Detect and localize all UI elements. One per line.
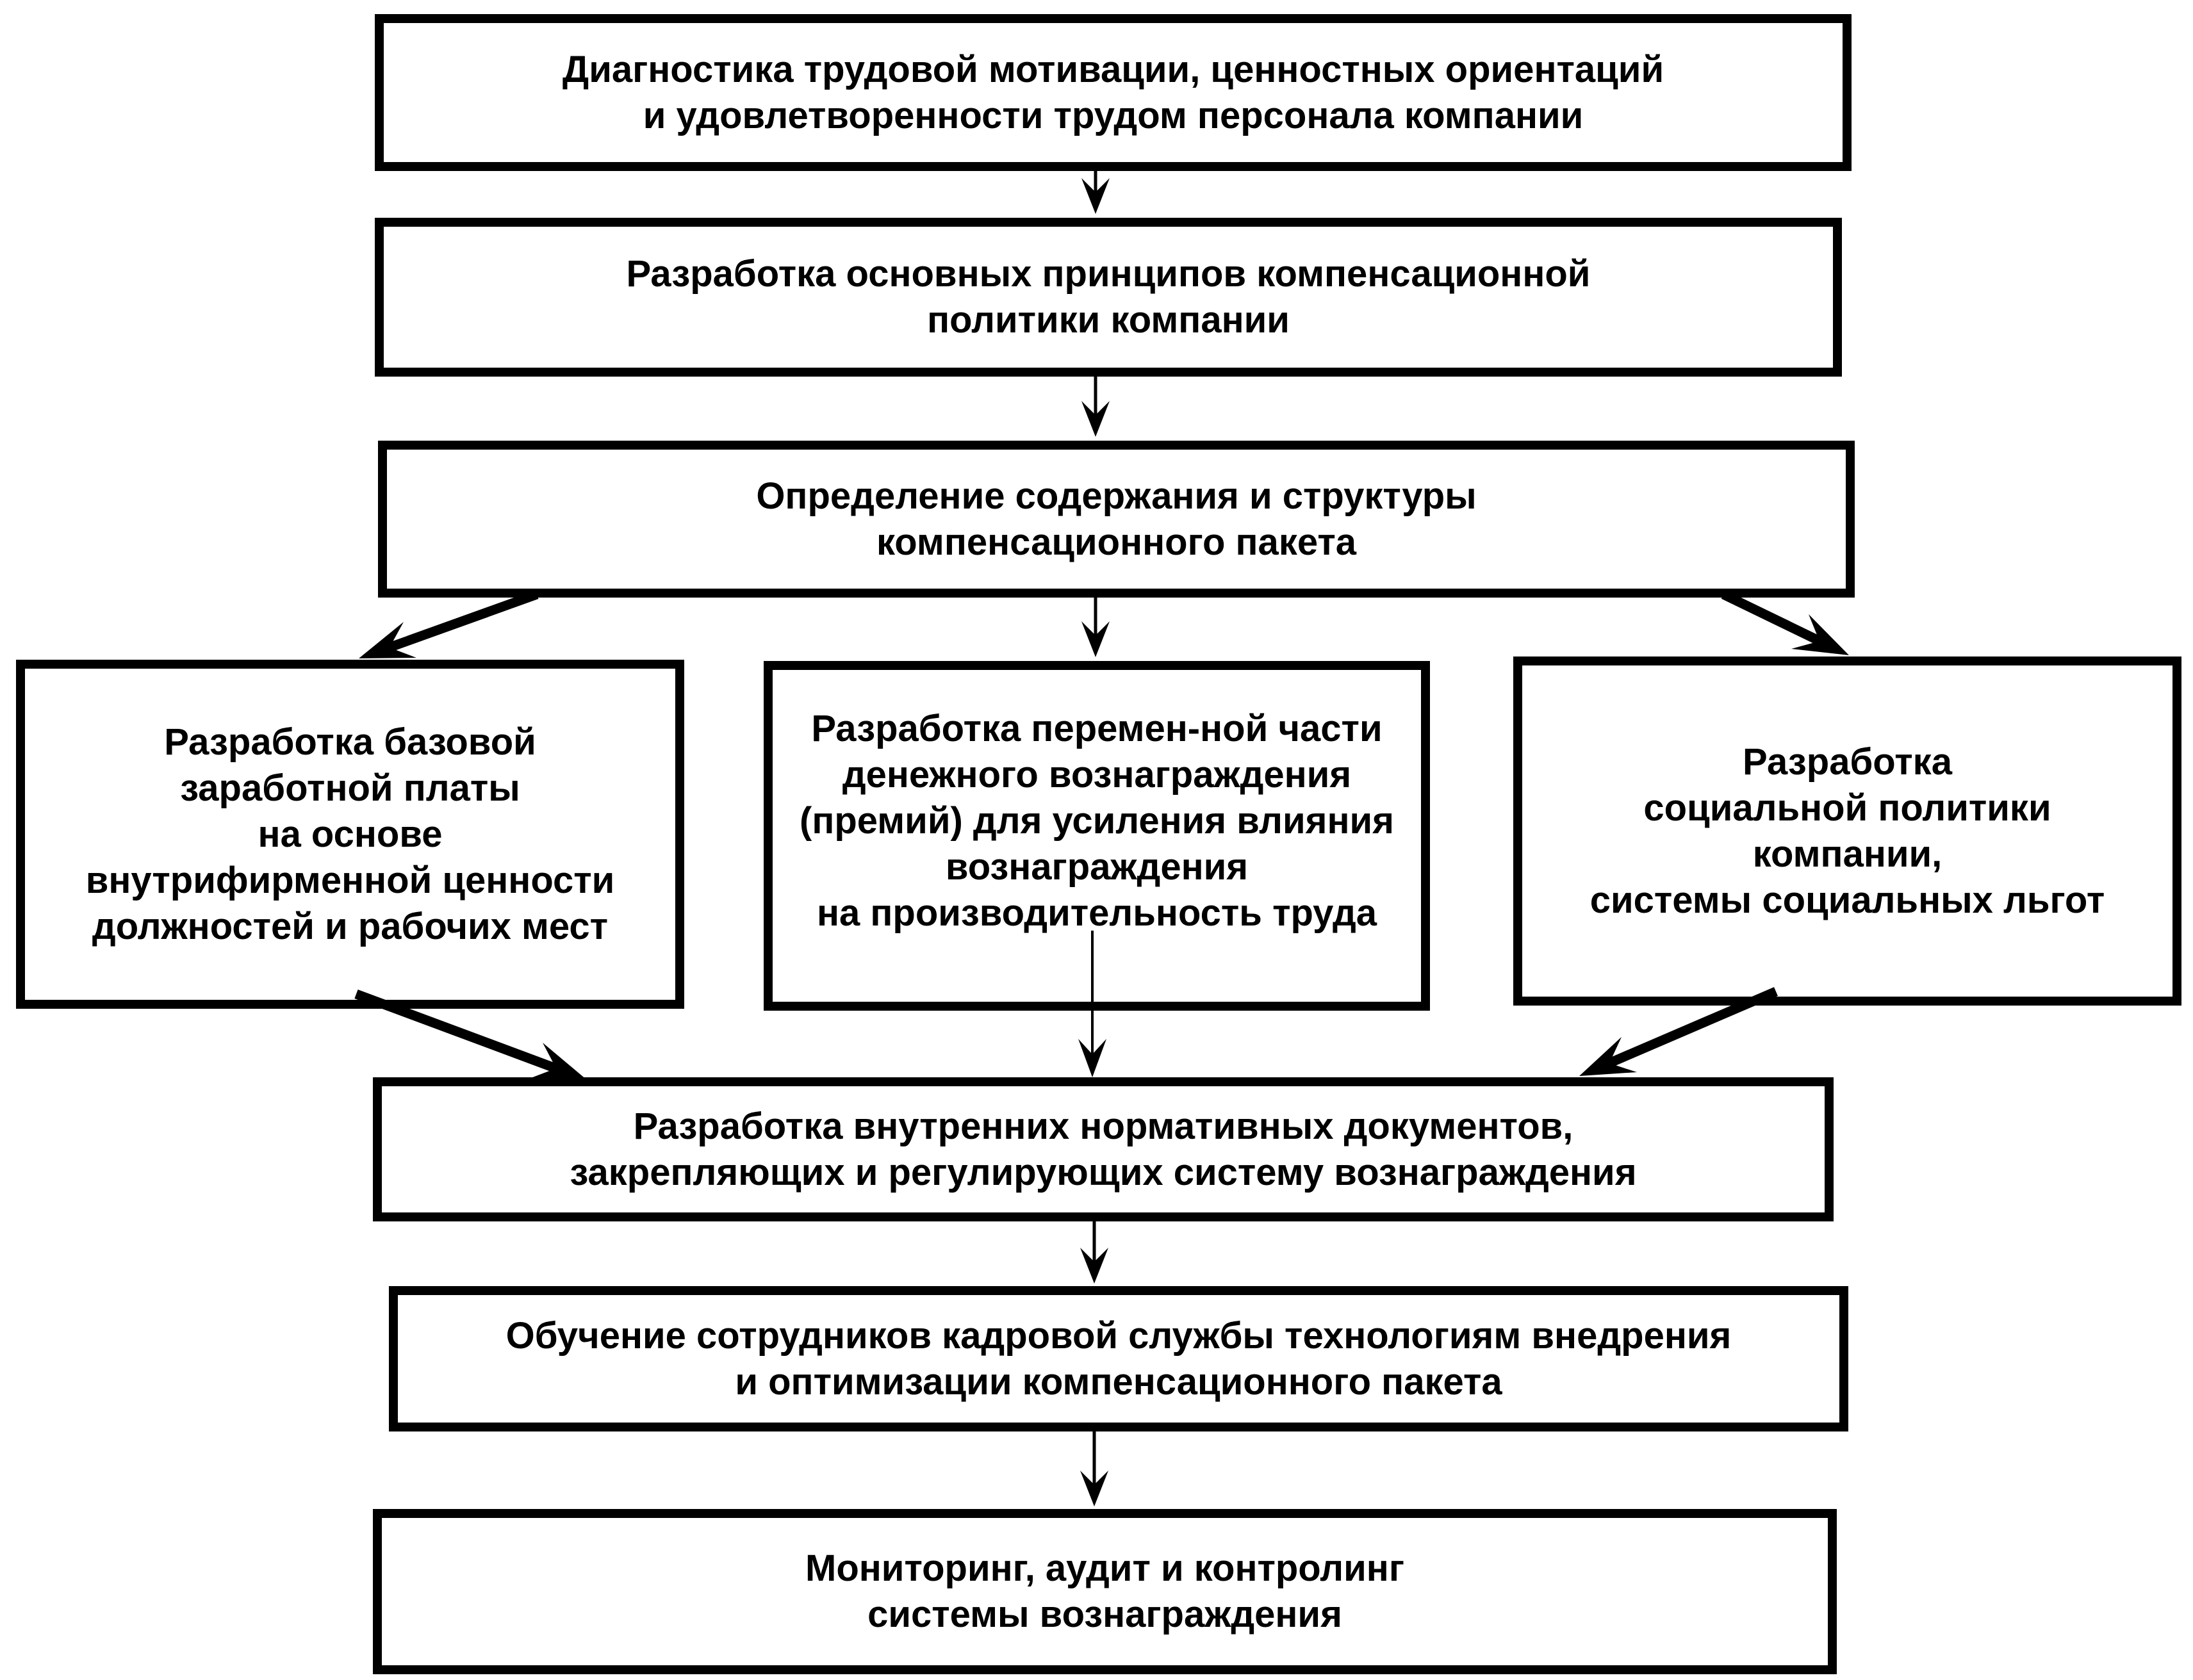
arrow-structure-to-variable-pay — [1081, 596, 1110, 657]
box-variable-pay: Разработка перемен-ной части денежного во… — [764, 661, 1430, 1011]
box-text-line: системы вознаграждения — [867, 1594, 1342, 1635]
arrow-diagnostics-to-principles — [1081, 170, 1110, 214]
box-principles-text: Разработка основных принципов компенсаци… — [384, 251, 1833, 343]
box-principles: Разработка основных принципов компенсаци… — [375, 218, 1842, 377]
box-text-line: социальной политики — [1643, 787, 2051, 829]
box-text-line: системы социальных льгот — [1589, 879, 2105, 921]
arrow-regulations-to-training — [1080, 1220, 1108, 1284]
box-text-line: Разработка перемен-ной части — [811, 708, 1383, 749]
arrow-principles-to-structure — [1081, 375, 1110, 437]
arrow-structure-to-social-policy — [1721, 590, 1849, 655]
box-training: Обучение сотрудников кадровой службы тех… — [389, 1286, 1848, 1431]
arrow-training-to-monitoring — [1080, 1430, 1108, 1506]
box-text-line: на основе — [258, 813, 443, 855]
box-text-line: Определение содержания и структуры — [756, 475, 1477, 517]
box-diagnostics-text: Диагностика трудовой мотивации, ценностн… — [384, 47, 1843, 139]
box-text-line: заработной платы — [180, 767, 520, 809]
box-text-line: политики компании — [927, 299, 1290, 341]
box-text-line: Мониторинг, аудит и контролинг — [805, 1547, 1404, 1589]
box-text-line: и удовлетворенности трудом персонала ком… — [643, 94, 1584, 136]
box-text-line: вознаграждения — [945, 846, 1249, 888]
box-text-line: закрепляющих и регулирующих систему возн… — [570, 1151, 1637, 1193]
box-text-line: Разработка внутренних нормативных докуме… — [633, 1105, 1573, 1147]
box-training-text: Обучение сотрудников кадровой службы тех… — [398, 1313, 1839, 1405]
arrow-structure-to-base-salary — [359, 589, 539, 658]
box-text-line: Разработка основных принципов компенсаци… — [626, 253, 1591, 295]
box-text-line: должностей и рабочих мест — [92, 905, 609, 947]
box-text-line: Диагностика трудовой мотивации, ценностн… — [562, 48, 1664, 90]
box-text-line: (премий) для усиления влияния — [800, 800, 1394, 842]
box-text-line: Обучение сотрудников кадровой службы тех… — [505, 1314, 1732, 1357]
box-monitoring-text: Мониторинг, аудит и контролинг системы во… — [382, 1545, 1828, 1638]
box-regulations: Разработка внутренних нормативных докуме… — [373, 1077, 1834, 1221]
box-regulations-text: Разработка внутренних нормативных докуме… — [382, 1104, 1825, 1196]
box-diagnostics: Диагностика трудовой мотивации, ценностн… — [375, 14, 1852, 171]
box-text-line: компании, — [1752, 833, 1942, 875]
box-text-line: на производительность труда — [816, 892, 1377, 934]
box-text-line: Разработка — [1743, 740, 1952, 783]
box-variable-pay-text: Разработка перемен-ной части денежного во… — [773, 706, 1421, 936]
box-text-line: внутрифирменной ценности — [85, 859, 615, 901]
box-text-line: компенсационного пакета — [876, 521, 1356, 563]
box-monitoring: Мониторинг, аудит и контролинг системы во… — [373, 1509, 1837, 1674]
box-text-line: денежного вознаграждения — [842, 754, 1352, 795]
box-text-line: Разработка базовой — [164, 721, 536, 763]
box-text-line: и оптимизации компенсационного пакета — [735, 1360, 1502, 1403]
